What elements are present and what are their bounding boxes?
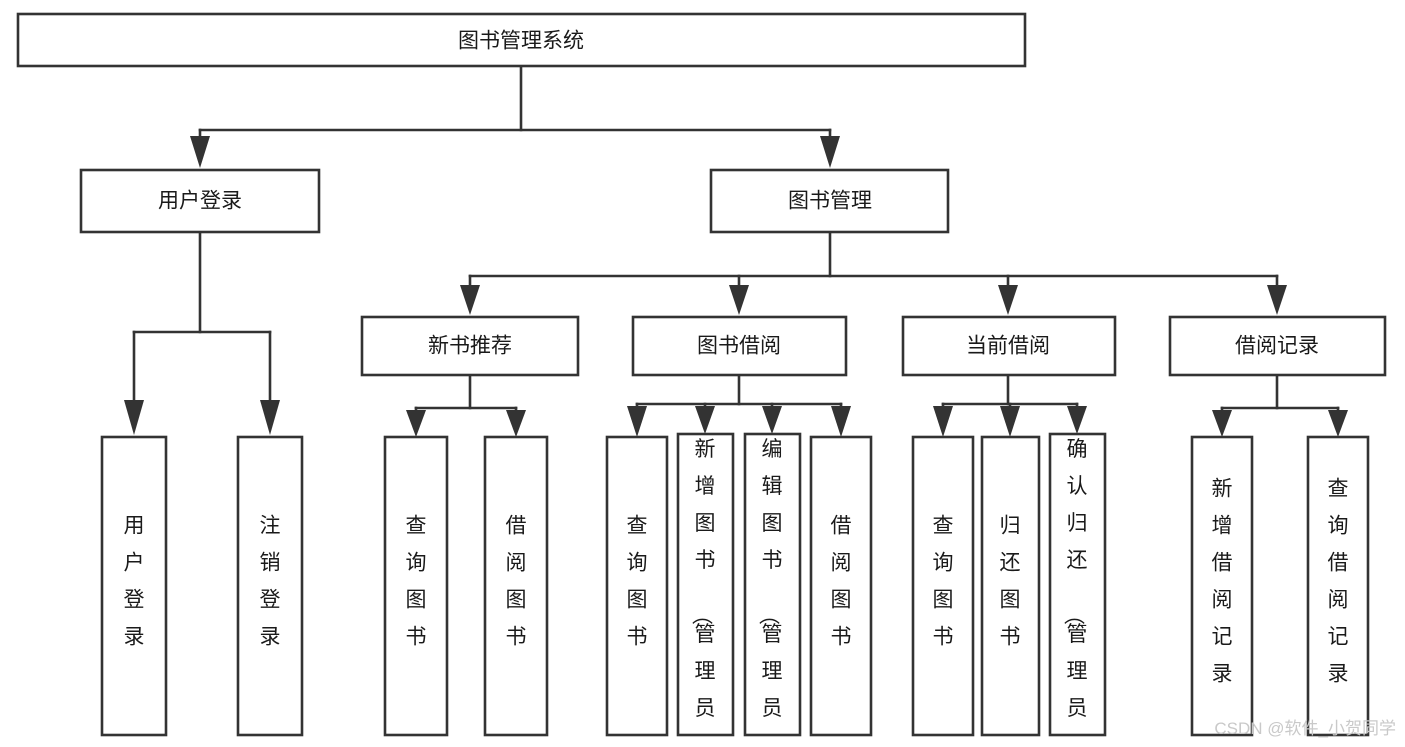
- node-user-login-label: 用户登录: [158, 190, 242, 213]
- arrowhead-leaf-query-record: [1328, 410, 1348, 437]
- leaf-query-book-3-label: 查询图书: [933, 515, 954, 649]
- node-book-management-label: 图书管理: [788, 190, 872, 213]
- arrowhead-leaf-add-record: [1212, 410, 1232, 437]
- node-new-book-recommend[interactable]: 新书推荐: [360, 315, 580, 377]
- leaf-query-record-label: 查询借阅记录: [1328, 478, 1349, 686]
- node-current-borrow-label: 当前借阅: [966, 335, 1050, 358]
- leaf-borrow-book-1[interactable]: 借阅图书: [483, 435, 549, 737]
- arrowhead-leaf-query-book-1: [406, 410, 426, 437]
- node-book-borrow[interactable]: 图书借阅: [631, 315, 848, 377]
- arrowhead-leaf-borrow-book-1: [506, 410, 526, 437]
- leaf-query-book-2-label: 查询图书: [627, 515, 648, 649]
- leaf-edit-book[interactable]: 编辑图书（管理员）: [743, 432, 802, 747]
- arrowhead-book-management: [820, 136, 840, 168]
- node-current-borrow[interactable]: 当前借阅: [901, 315, 1117, 377]
- leaf-query-record[interactable]: 查询借阅记录: [1306, 435, 1370, 737]
- node-new-book-recommend-box[interactable]: [360, 315, 580, 377]
- arrowhead-new-book-recommend: [460, 285, 480, 315]
- leaf-query-book-2[interactable]: 查询图书: [605, 435, 669, 737]
- leaf-logout-login-box[interactable]: [236, 435, 304, 737]
- leaf-user-login-label: 用户登录: [124, 515, 145, 649]
- leaf-confirm-return-box[interactable]: [1048, 432, 1107, 737]
- leaf-query-record-box[interactable]: [1306, 435, 1370, 737]
- leaf-query-book-3[interactable]: 查询图书: [911, 435, 975, 737]
- leaf-query-book-1-label: 查询图书: [406, 515, 427, 649]
- node-user-login-box[interactable]: [79, 168, 321, 234]
- node-root[interactable]: 图书管理系统: [16, 12, 1027, 68]
- leaf-add-book-box[interactable]: [676, 432, 735, 737]
- arrowhead-leaf-return-book: [1000, 406, 1020, 437]
- leaf-logout-login-label: 注销登录: [260, 515, 281, 649]
- arrowhead-leaf-edit-book: [762, 406, 782, 434]
- arrowhead-leaf-user-login: [124, 400, 144, 435]
- leaf-borrow-book-1-box[interactable]: [483, 435, 549, 737]
- node-book-borrow-box[interactable]: [631, 315, 848, 377]
- node-borrow-record-box[interactable]: [1168, 315, 1387, 377]
- leaf-query-book-1-box[interactable]: [383, 435, 449, 737]
- arrowhead-book-borrow: [729, 285, 749, 315]
- node-borrow-record[interactable]: 借阅记录: [1168, 315, 1387, 377]
- arrowhead-leaf-borrow-book-2: [831, 406, 851, 437]
- node-borrow-record-label: 借阅记录: [1235, 335, 1319, 358]
- leaf-add-book[interactable]: 新增图书（管理员）: [676, 432, 735, 747]
- node-current-borrow-box[interactable]: [901, 315, 1117, 377]
- arrowhead-borrow-record: [1267, 285, 1287, 315]
- node-book-borrow-label: 图书借阅: [697, 335, 781, 358]
- arrowhead-leaf-query-book-2: [627, 406, 647, 437]
- leaf-logout-login[interactable]: 注销登录: [236, 435, 304, 737]
- node-book-management-box[interactable]: [709, 168, 950, 234]
- leaf-edit-book-label: 编辑图书（管理员）: [757, 438, 783, 747]
- node-new-book-recommend-label: 新书推荐: [428, 335, 512, 358]
- connector-layer: [124, 64, 1348, 437]
- node-book-management[interactable]: 图书管理: [709, 168, 950, 234]
- arrowhead-leaf-add-book: [695, 406, 715, 434]
- leaf-borrow-book-1-label: 借阅图书: [506, 515, 527, 649]
- leaf-user-login[interactable]: 用户登录: [100, 435, 168, 737]
- leaf-edit-book-box[interactable]: [743, 432, 802, 737]
- node-user-login[interactable]: 用户登录: [79, 168, 321, 234]
- leaf-confirm-return-label: 确认归还（管理员）: [1062, 438, 1088, 747]
- arrowhead-leaf-query-book-3: [933, 406, 953, 437]
- leaf-borrow-book-2[interactable]: 借阅图书: [809, 435, 873, 737]
- leaf-add-book-label: 新增图书（管理员）: [690, 438, 716, 747]
- arrowhead-user-login: [190, 136, 210, 168]
- leaf-return-book[interactable]: 归还图书: [980, 435, 1041, 737]
- node-root-box[interactable]: [16, 12, 1027, 68]
- leaf-add-record[interactable]: 新增借阅记录: [1190, 435, 1254, 737]
- leaf-confirm-return[interactable]: 确认归还（管理员）: [1048, 432, 1107, 747]
- node-root-label: 图书管理系统: [458, 30, 584, 53]
- leaf-query-book-1[interactable]: 查询图书: [383, 435, 449, 737]
- leaf-return-book-box[interactable]: [980, 435, 1041, 737]
- leaf-query-book-2-box[interactable]: [605, 435, 669, 737]
- arrowhead-leaf-confirm-return: [1067, 406, 1087, 434]
- leaf-query-book-3-box[interactable]: [911, 435, 975, 737]
- leaf-return-book-label: 归还图书: [1000, 515, 1021, 649]
- leaf-borrow-book-2-box[interactable]: [809, 435, 873, 737]
- arrowhead-current-borrow: [998, 285, 1018, 315]
- leaf-add-record-box[interactable]: [1190, 435, 1254, 737]
- leaf-borrow-book-2-label: 借阅图书: [831, 515, 852, 649]
- watermark-label: CSDN @软件_小贺同学: [1214, 719, 1396, 738]
- leaf-user-login-box[interactable]: [100, 435, 168, 737]
- leaf-add-record-label: 新增借阅记录: [1212, 478, 1233, 686]
- arrowhead-leaf-logout-login: [260, 400, 280, 435]
